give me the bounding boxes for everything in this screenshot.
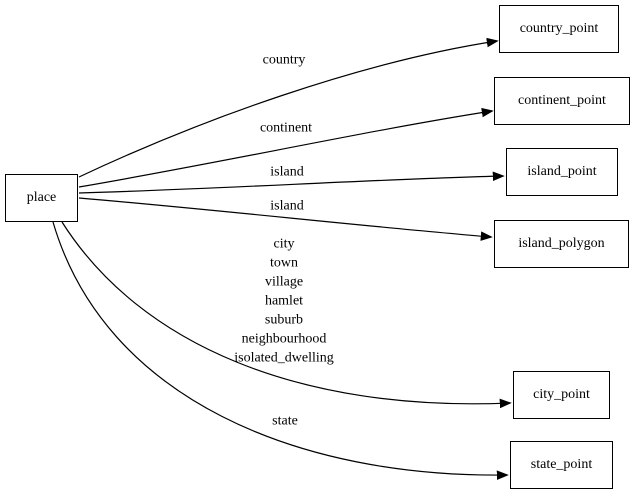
edge-label-country: country (262, 52, 306, 68)
edge-label-continent: continent (259, 120, 313, 136)
node-island-polygon: island_polygon (494, 220, 629, 268)
node-continent-point: continent_point (494, 77, 630, 125)
edge-island-polygon (78, 197, 493, 241)
node-country-point: country_point (499, 5, 619, 53)
edge-state (52, 221, 509, 480)
edge-city (61, 221, 512, 409)
node-place: place (5, 174, 78, 222)
edge-group (52, 37, 512, 480)
edge-label-island-polygon: island (270, 198, 304, 214)
node-city-point: city_point (513, 371, 610, 419)
edge-country (78, 37, 499, 178)
edge-label-city: city town village hamlet suburb neighbou… (234, 236, 334, 366)
edge-label-island-point: island (270, 164, 304, 180)
node-state-point: state_point (510, 441, 613, 489)
edge-island-point (78, 171, 505, 194)
edge-label-state: state (272, 413, 298, 429)
edge-continent (78, 107, 494, 188)
node-island-point: island_point (506, 148, 618, 196)
